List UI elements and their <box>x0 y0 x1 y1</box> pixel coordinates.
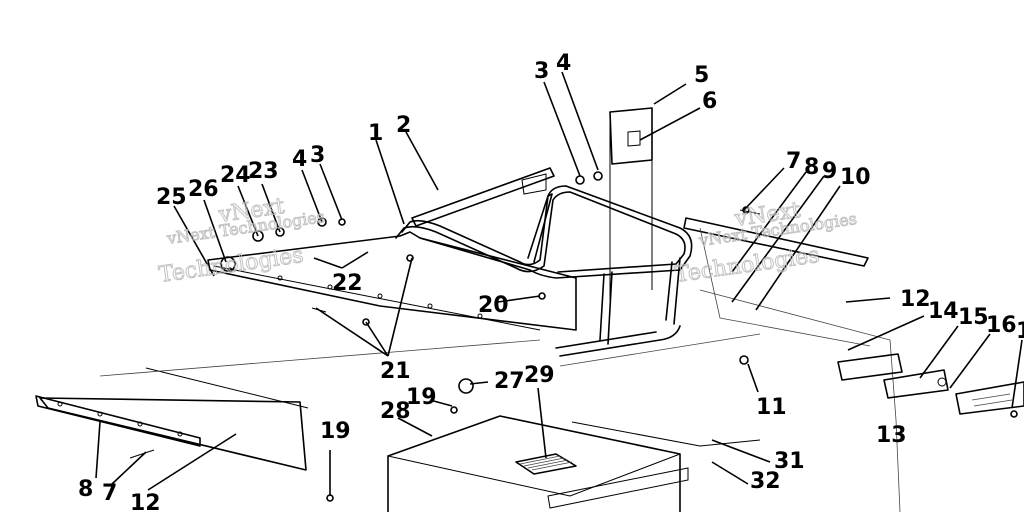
callout-5: 5 <box>694 63 709 88</box>
callout-10: 10 <box>840 165 871 190</box>
callout-19: 19 <box>406 385 437 410</box>
callout-22: 22 <box>332 271 363 296</box>
callout-11: 11 <box>756 395 787 420</box>
callout-19-lower: 19 <box>320 419 351 444</box>
callout-27: 27 <box>494 369 525 394</box>
bolt-hardware <box>129 171 1018 502</box>
callout-32: 32 <box>750 469 781 494</box>
callout-25: 25 <box>156 185 187 210</box>
callout-31: 31 <box>774 449 805 474</box>
callout-23: 23 <box>248 159 279 184</box>
watermark-right: vNext vNext Technologies Technologies <box>673 197 859 288</box>
callout-24: 24 <box>220 163 251 188</box>
callout-1: 1 <box>368 121 383 146</box>
callout-14: 14 <box>928 299 959 324</box>
callout-17: 1 <box>1016 319 1024 344</box>
callout-7-lower: 7 <box>102 481 117 506</box>
rear-body-panel <box>559 289 901 512</box>
seat-frame-assembly <box>395 185 693 357</box>
callout-26: 26 <box>188 177 219 202</box>
callout-labels: 1 2 3 4 5 6 7 8 9 10 11 12 13 14 15 16 1… <box>78 51 1024 512</box>
callout-6: 6 <box>702 89 717 114</box>
callout-12: 12 <box>900 287 931 312</box>
callout-15: 15 <box>958 305 989 330</box>
angle-bracket-8 <box>35 395 201 447</box>
right-frame-rail <box>683 209 871 347</box>
seat-back-upright-post <box>609 107 653 300</box>
callout-4-left: 4 <box>292 147 307 172</box>
callout-2: 2 <box>396 113 411 138</box>
callout-16: 16 <box>986 313 1017 338</box>
callout-20: 20 <box>478 293 509 318</box>
callout-7: 7 <box>786 149 801 174</box>
leader-lines <box>95 71 1023 496</box>
grille-29 <box>515 453 577 475</box>
callout-13: 13 <box>876 423 907 448</box>
callout-29: 29 <box>524 363 555 388</box>
callout-28: 28 <box>380 399 411 424</box>
left-side-panel <box>207 231 577 331</box>
callout-9: 9 <box>822 159 837 184</box>
floor-plate <box>39 339 541 471</box>
callout-12-lower: 12 <box>130 491 161 512</box>
callout-3: 3 <box>534 59 549 84</box>
callout-4: 4 <box>556 51 571 76</box>
callout-8: 8 <box>804 155 819 180</box>
callout-8-lower: 8 <box>78 477 93 502</box>
svg-text:Technologies: Technologies <box>157 243 305 288</box>
seat-rod-and-tube <box>411 167 555 227</box>
callout-21: 21 <box>380 359 411 384</box>
base-housing <box>387 415 689 512</box>
callout-3-left: 3 <box>310 143 325 168</box>
